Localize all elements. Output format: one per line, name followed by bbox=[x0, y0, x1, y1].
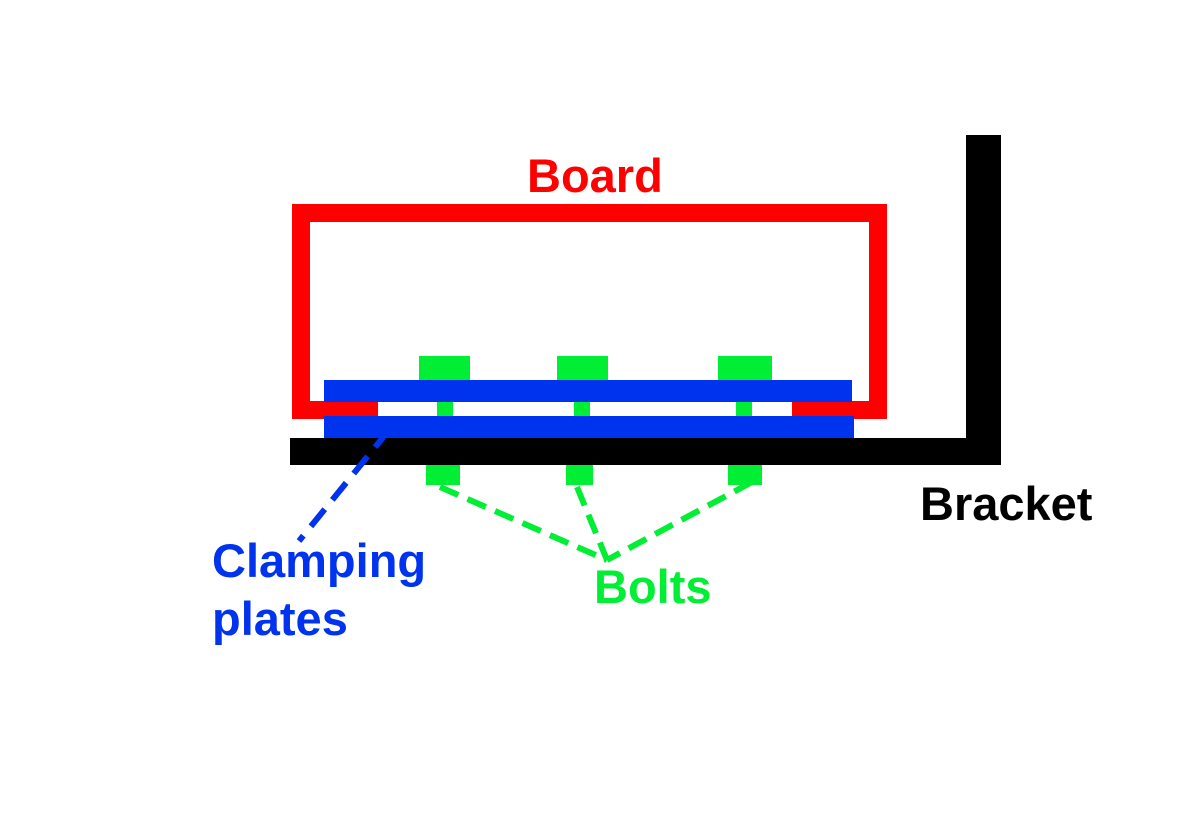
bolt-nut bbox=[566, 465, 593, 485]
bolt-head bbox=[419, 356, 470, 380]
bolts-leader-right bbox=[605, 479, 754, 563]
bolts-leaders bbox=[438, 479, 754, 563]
bolt-right bbox=[718, 356, 772, 485]
bolt-head bbox=[557, 356, 608, 380]
clamping-plates-label: Clamping plates bbox=[212, 532, 472, 648]
bolt-shank bbox=[437, 402, 453, 416]
bolt-nut bbox=[728, 465, 762, 485]
bracket-horizontal-arm bbox=[290, 438, 1001, 465]
bolts-leader-middle bbox=[574, 485, 610, 562]
bracket-label: Bracket bbox=[920, 477, 1093, 530]
clamping-plates-label-line2: plates bbox=[212, 592, 348, 645]
clamping-plates bbox=[324, 380, 854, 438]
bracket bbox=[290, 135, 1001, 465]
bolt-middle bbox=[557, 356, 608, 485]
bolt-left bbox=[419, 356, 470, 485]
lower-clamping-plate bbox=[324, 416, 854, 438]
bolt-shank bbox=[574, 402, 590, 416]
clamping-plates-label-line1: Clamping bbox=[212, 534, 427, 587]
bolts-label: Bolts bbox=[594, 560, 712, 613]
bolt-nut bbox=[426, 465, 460, 485]
bolts-leader-left bbox=[438, 484, 609, 563]
bracket-vertical-arm bbox=[966, 135, 1001, 465]
board-label: Board bbox=[527, 149, 663, 202]
clamping-plates-leader bbox=[296, 428, 392, 543]
upper-clamping-plate bbox=[324, 380, 852, 402]
bolts bbox=[419, 356, 772, 485]
bolt-head bbox=[718, 356, 772, 380]
bolt-shank bbox=[736, 402, 752, 416]
